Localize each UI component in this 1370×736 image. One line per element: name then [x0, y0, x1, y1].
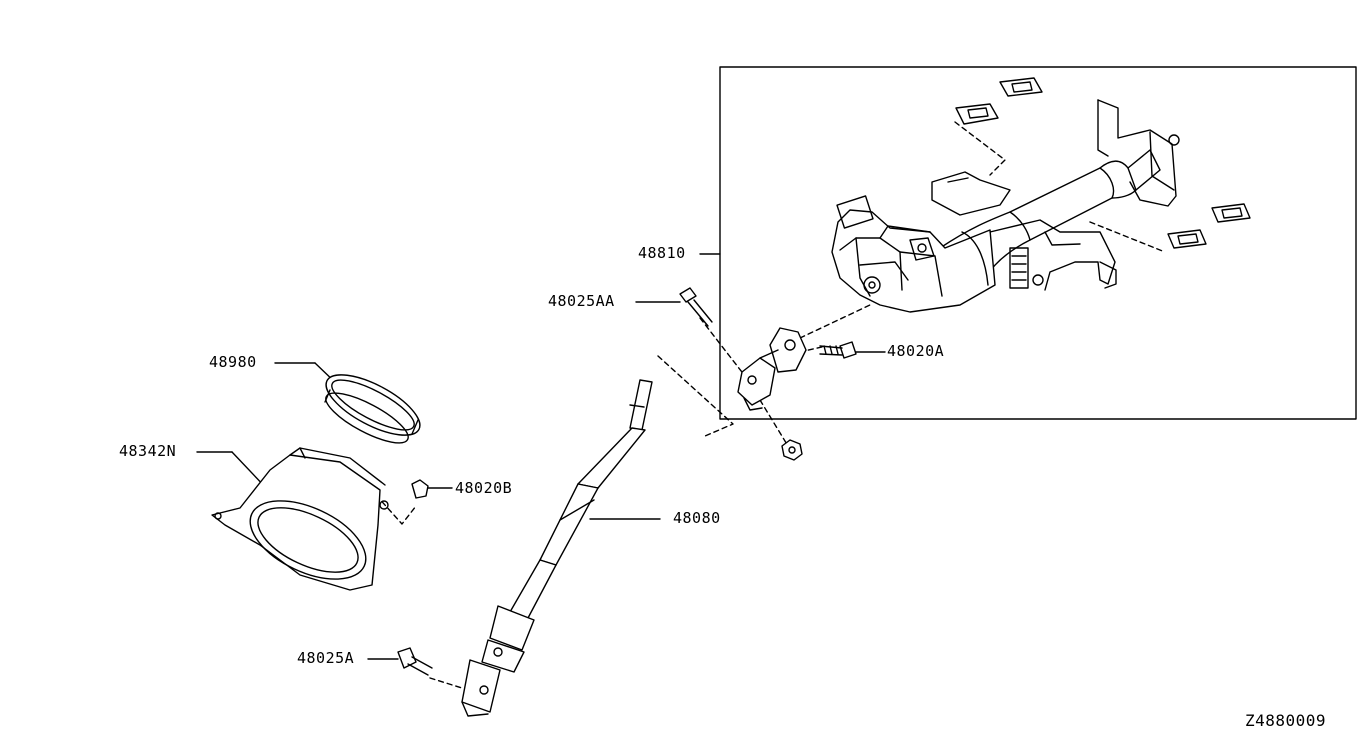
- steering-shaft: [461, 379, 653, 717]
- clip-48020B: [411, 479, 429, 499]
- upper-joint: [737, 327, 807, 411]
- bolt-48020A: [819, 341, 857, 359]
- nut-part: [781, 439, 803, 461]
- label-48980: 48980: [209, 353, 257, 371]
- label-48810: 48810: [638, 244, 686, 262]
- bolt-48025AA: [679, 287, 713, 327]
- assembly-frame: [719, 66, 1357, 420]
- label-48025AA: 48025AA: [548, 292, 615, 310]
- label-48025A: 48025A: [297, 649, 355, 667]
- label-48020A: 48020A: [887, 342, 945, 360]
- label-48342N: 48342N: [119, 442, 177, 460]
- label-48020B: 48020B: [455, 479, 513, 497]
- column-housing: [831, 209, 996, 313]
- diagram-code: Z4880009: [1245, 711, 1327, 730]
- clip-parts: [955, 77, 1251, 249]
- bolt-48025A: [397, 647, 433, 676]
- seal-ring: [324, 374, 421, 444]
- boot-cover: [211, 447, 389, 591]
- label-48080: 48080: [673, 509, 721, 527]
